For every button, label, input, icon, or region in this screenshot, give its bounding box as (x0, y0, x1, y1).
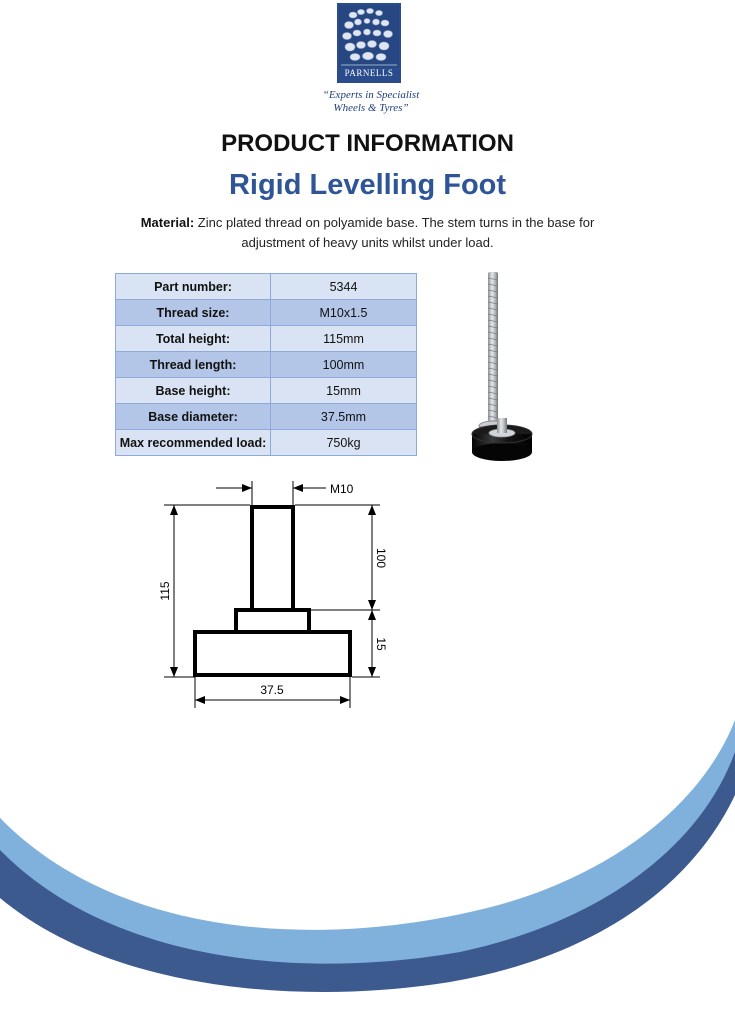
spec-row-max-load: Max recommended load: 750kg (115, 429, 417, 456)
spec-value: 115mm (270, 325, 417, 352)
product-photo (471, 272, 533, 461)
spec-table: Part number: 5344 Thread size: M10x1.5 T… (115, 273, 417, 456)
spec-value: 15mm (270, 377, 417, 404)
spec-row-thread-size: Thread size: M10x1.5 (115, 299, 417, 326)
parnells-logo (337, 3, 401, 83)
tagline-line-2: Wheels & Tyres” (333, 102, 409, 114)
spec-value: M10x1.5 (270, 299, 417, 326)
dim-thread-length: 100 (374, 548, 388, 568)
material-description: Material: Zinc plated thread on polyamid… (120, 213, 615, 253)
material-text: Zinc plated thread on polyamide base. Th… (194, 215, 595, 250)
spec-label: Part number: (115, 273, 271, 300)
drawing-collar (234, 608, 311, 634)
spec-row-total-height: Total height: 115mm (115, 325, 417, 352)
spec-row-thread-length: Thread length: 100mm (115, 351, 417, 378)
drawing-stem (250, 505, 295, 612)
spec-value: 5344 (270, 273, 417, 300)
drawing-base (193, 630, 352, 677)
dim-base-height: 15 (374, 637, 388, 651)
spec-row-base-diameter: Base diameter: 37.5mm (115, 403, 417, 430)
spec-value: 750kg (270, 429, 417, 456)
tagline-line-1: “Experts in Specialist (322, 89, 420, 101)
technical-drawing: M10 115 100 15 37.5 (158, 481, 388, 708)
spec-value: 100mm (270, 351, 417, 378)
spec-value: 37.5mm (270, 403, 417, 430)
spec-label: Max recommended load: (115, 429, 271, 456)
dim-thread-label: M10 (330, 482, 354, 496)
spec-row-part-number: Part number: 5344 (115, 273, 417, 300)
product-title: Rigid Levelling Foot (228, 169, 507, 201)
dim-base-diameter: 37.5 (260, 683, 284, 697)
section-heading: PRODUCT INFORMATION (221, 130, 514, 157)
wave-light-band (0, 720, 735, 964)
spec-row-base-height: Base height: 15mm (115, 377, 417, 404)
decorative-wave (0, 720, 735, 992)
spec-label: Thread length: (115, 351, 271, 378)
spec-label: Base diameter: (115, 403, 271, 430)
spec-label: Total height: (115, 325, 271, 352)
logo-wordmark: PARNELLS (344, 68, 394, 78)
material-label: Material: (140, 215, 195, 230)
spec-label: Base height: (115, 377, 271, 404)
spec-label: Thread size: (115, 299, 271, 326)
dim-total-height: 115 (158, 581, 172, 600)
